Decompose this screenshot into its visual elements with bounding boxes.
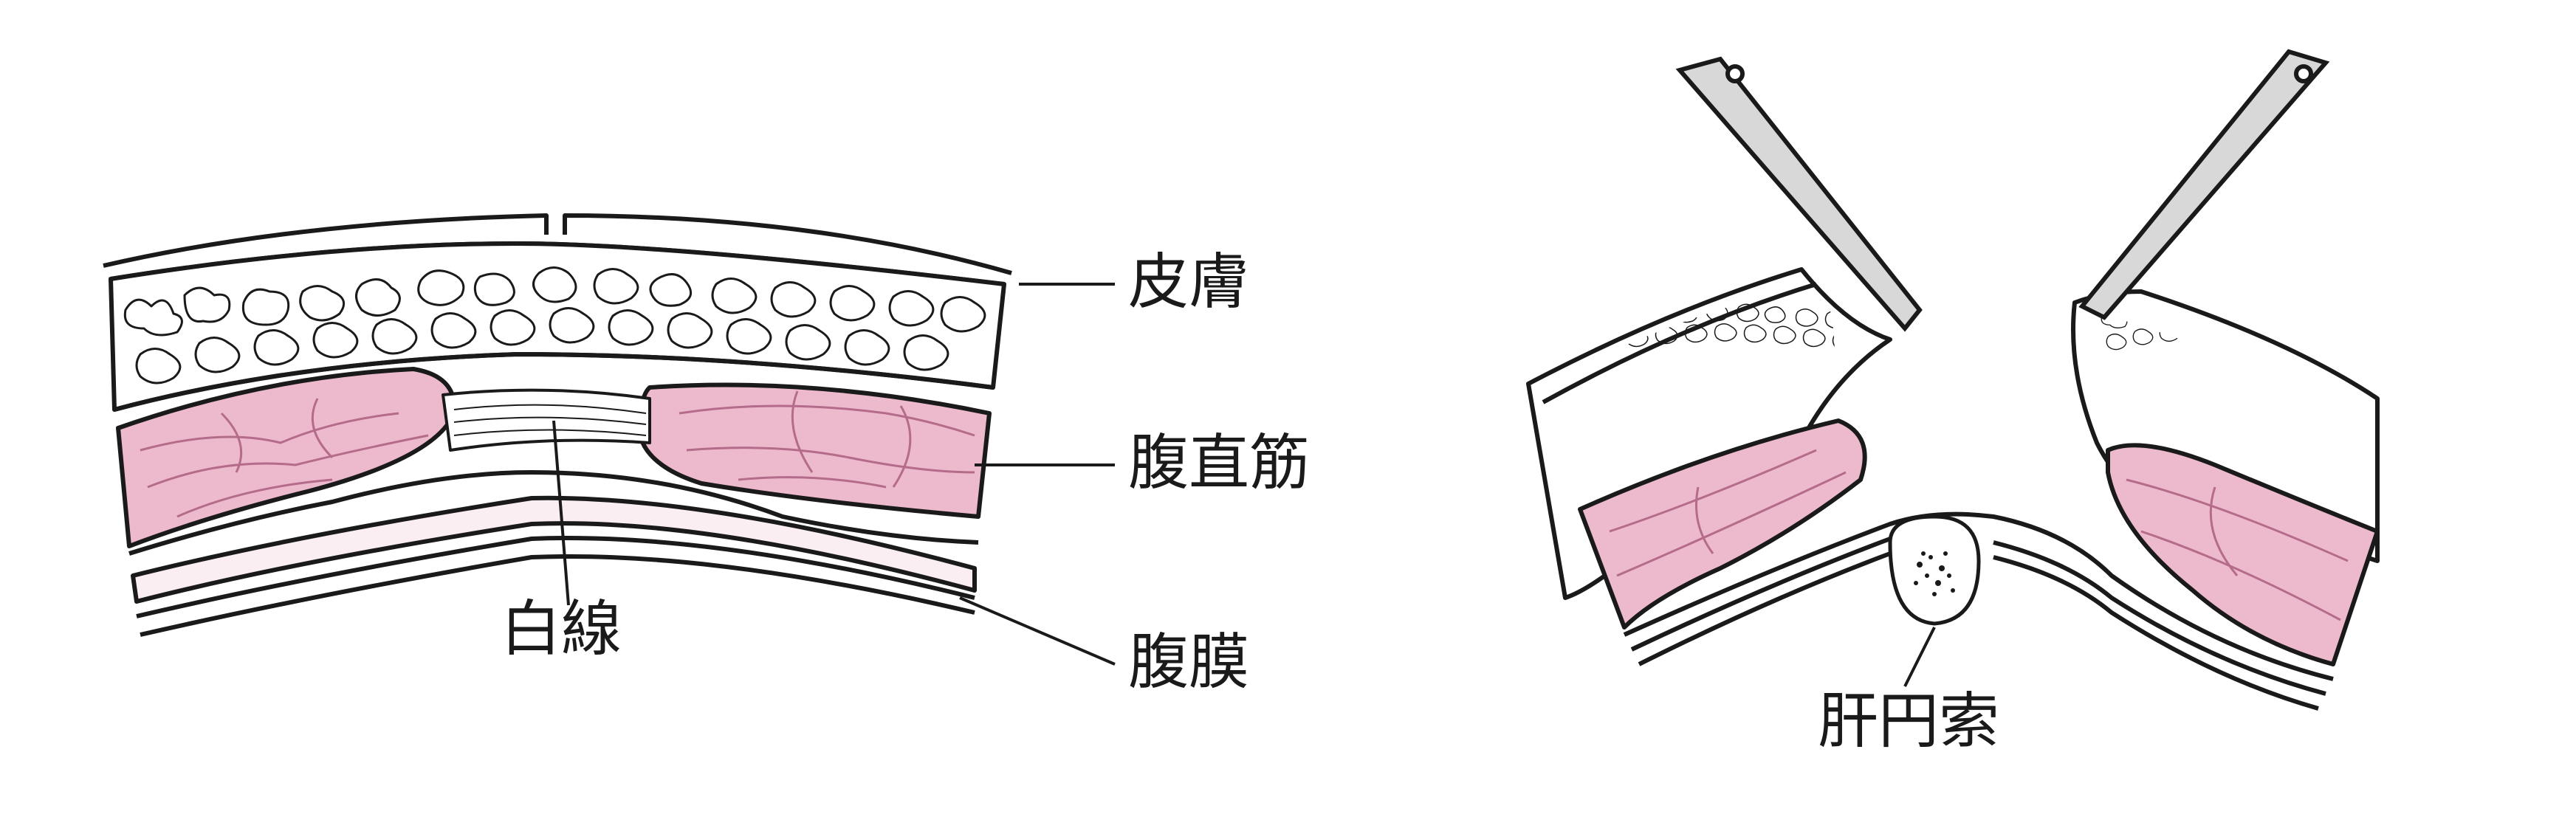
right-rectus-left	[1578, 418, 1867, 630]
forceps-left	[1675, 56, 1923, 332]
label-peritoneum: 腹膜	[1128, 627, 1249, 697]
peritoneum-band	[131, 495, 977, 604]
label-linea-alba: 白線	[501, 594, 622, 664]
left-leader-lines	[552, 283, 1116, 666]
instruments	[1675, 49, 2330, 332]
forceps-right	[2078, 49, 2330, 320]
skin-line-right	[563, 213, 1012, 275]
muscle-fibers	[140, 390, 975, 518]
label-skin: 皮膚	[1128, 247, 1249, 317]
skin-line-left	[103, 213, 549, 268]
fat-texture	[123, 266, 986, 385]
linea-alba	[442, 388, 651, 452]
right-rectus-right	[2106, 443, 2380, 666]
ligamentum-teres	[1888, 514, 1981, 626]
label-ligamentum-teres: 肝円索	[1818, 686, 1999, 756]
right-cross-section	[1526, 267, 2380, 711]
posterior-sheath	[128, 470, 979, 556]
left-cross-section	[103, 213, 1012, 637]
label-rectus: 腹直筋	[1128, 428, 1310, 498]
fat-bottom	[114, 352, 994, 412]
